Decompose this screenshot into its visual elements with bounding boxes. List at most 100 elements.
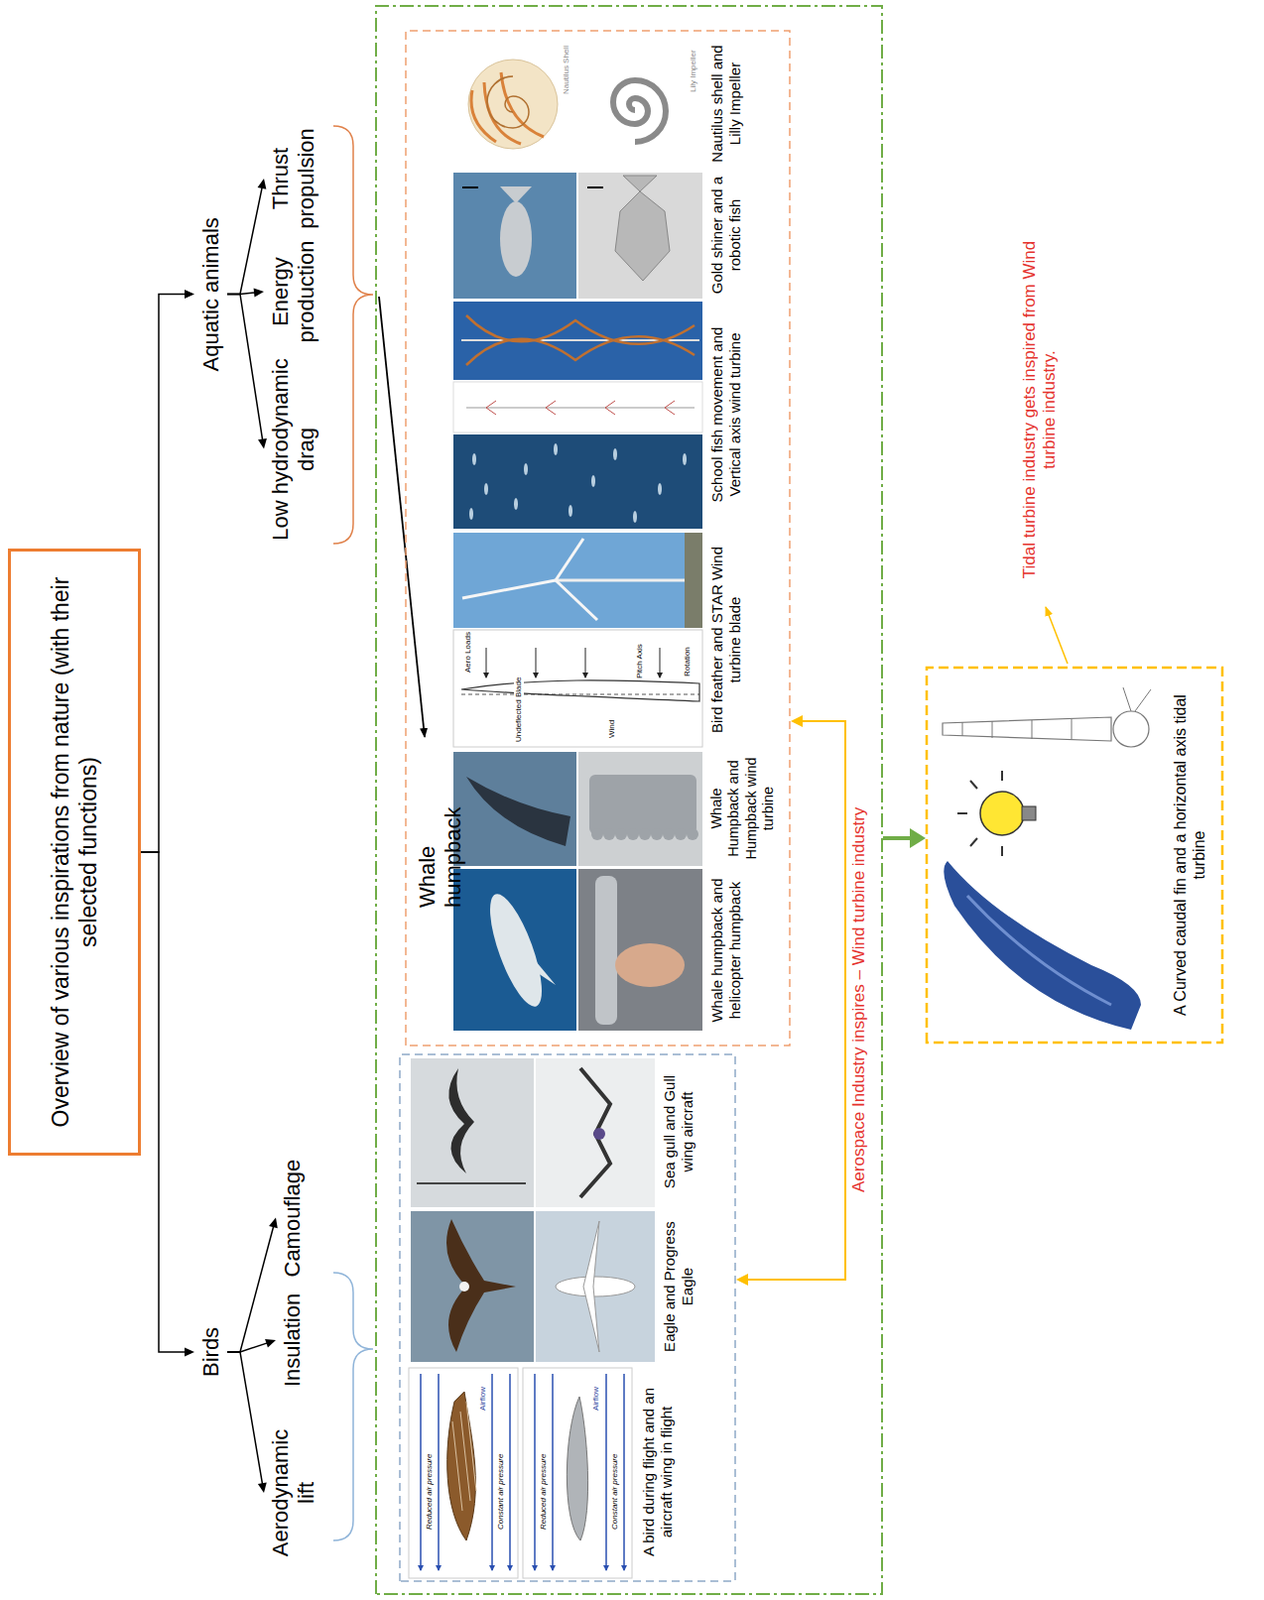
tidal-turbine-illustration [1113,711,1149,748]
blade-drawing [535,647,537,678]
nautilus-photo [468,59,558,149]
arrow-head [184,289,195,299]
region-outline [405,30,790,1046]
diagram-label: Reduced air pressure [538,1453,549,1531]
blade-drawing [585,647,587,678]
nautilus-photo [487,76,529,128]
diagram-label: Airflow [591,1386,602,1412]
blade-drawing [453,532,703,629]
category-label: Aquatic animals [196,213,227,376]
title-box: Overview of various inspirations from na… [7,548,141,1156]
blade-drawing [461,694,700,696]
blade-drawing [453,532,703,748]
fish-school-photo [657,483,662,496]
blade-drawing [461,680,700,702]
figure-panel: Bird feather and STAR Wind turbine blade [451,530,784,750]
function-label: Insulation [277,1289,308,1391]
tidal-turbine-illustration [1123,687,1151,712]
fish-school-photo [453,434,703,529]
arrow-head [736,1273,749,1286]
connector [227,178,266,295]
group-bracket [333,1272,374,1541]
humpback-blade-photo [453,752,577,867]
fish-school-photo [553,443,558,456]
airflow-diagram [447,1391,477,1541]
airflow-diagram [491,1374,494,1571]
diagram-label: Pitch Axis [634,642,645,680]
figure-panel: Sea gull and Gull wing aircraft [406,1056,733,1208]
humpback-blade-photo [466,776,571,847]
fish-school-photo [453,301,703,380]
group-region: A bird during flight and an aircraft win… [398,1053,737,1583]
tidal-turbine-illustration [942,687,1151,1030]
fish-photo [462,186,479,189]
arrow-head [909,828,926,849]
fish-photo [615,191,670,281]
figure-panel: School fish movement and Vertical axis w… [451,300,784,529]
humpback-blade-photo [578,752,703,867]
figure-caption: School fish movement and Vertical axis w… [708,304,745,525]
diagram-label: Undeflected Blade [513,676,524,744]
region-outline [399,1054,736,1582]
figure-caption: Eagle and Progress Eagle [660,1213,697,1361]
airflow-diagram [623,1374,626,1571]
diagram-label: Aero Loads [463,631,474,674]
gull-photo [448,1068,475,1174]
fish-photo [587,186,604,189]
node-text: Energy production [267,233,321,351]
node-text: Thrust propulsion [267,120,321,238]
arrow-head [253,288,264,298]
airflow-diagram [533,1374,536,1571]
airflow-diagram [452,1401,477,1512]
fish-school-photo [472,453,477,466]
whale-photo [595,876,618,1025]
fish-school-photo [466,407,695,409]
gull-photo [410,1058,534,1208]
function-label: Energy production [265,229,323,355]
fish-school-photo [591,475,596,488]
nautilus-photo [471,72,544,144]
fish-school-photo [486,400,675,415]
gull-photo [410,1058,655,1208]
node-text: Low hydrodynamic drag [267,353,321,547]
connector-line [227,1352,263,1485]
figure-panel: Eagle and Progress Eagle [406,1209,733,1365]
eagle-photo [555,1276,635,1297]
nautilus-photo [613,80,666,142]
fish-school-photo [453,381,703,433]
connector-line [227,294,263,441]
figure-panel: Whale humpback and helicopter humpback [451,868,784,1033]
eagle-photo [410,1211,534,1363]
note-text: Tidal turbine industry gets inspired fro… [1019,221,1061,599]
arrow-head [257,438,267,450]
connector [140,852,195,1358]
airflow-diagram [419,1374,422,1571]
humpback-blade-photo [453,752,703,867]
connector [227,288,264,298]
arrow-head [184,1348,195,1358]
airflow-diagram [566,1396,588,1541]
title-text: Overview of various inspirations from na… [47,563,103,1141]
whale-photo [453,869,703,1031]
humpback-blade-photo [589,774,697,835]
airflow-diagram [508,1374,511,1571]
gull-photo [580,1068,611,1198]
eagle-photo [446,1219,516,1353]
connector-line [227,187,262,295]
fish-photo [578,172,703,299]
fish-school-photo [469,507,474,520]
connector-line [227,1226,274,1353]
arrow-head [257,178,267,190]
pointer-arrow [379,296,425,738]
airflow-diagram [605,1374,608,1571]
region-outline [926,667,1223,1043]
fish-photo [453,172,703,299]
arrow-head [268,1218,278,1230]
fish-photo [623,175,657,192]
nautilus-photo [453,38,577,170]
airflow-diagram [408,1368,518,1579]
blade-drawing [486,647,488,678]
connector [883,828,926,849]
airflow-diagram [551,1374,554,1571]
